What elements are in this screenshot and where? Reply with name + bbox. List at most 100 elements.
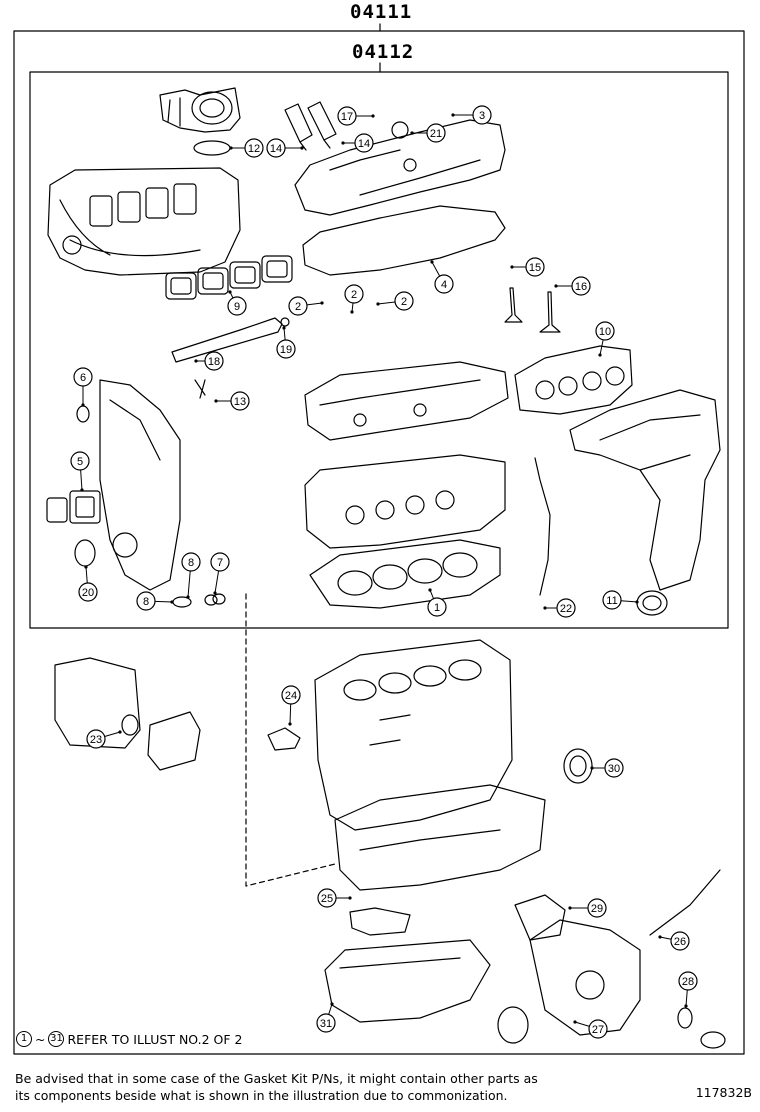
callout-number: 15 [529,262,541,274]
callout-anchor [510,265,514,269]
callout-anchor [118,730,122,734]
callout-anchor [214,399,218,403]
callout-anchor [543,606,547,610]
refer-note-text: REFER TO ILLUST NO.2 OF 2 [67,1031,243,1047]
rear-oil-seal-icon [563,748,593,784]
callout-circle [525,257,545,277]
oil-pan-lower-icon [324,939,491,1023]
callout-number: 8 [188,557,194,569]
callout-circle [266,138,286,158]
oil-pan-upper-icon [334,784,546,891]
inner-kit-label: 04112 [352,41,415,63]
callout-31: 31 [316,1002,336,1033]
callout-number: 2 [401,296,407,308]
callout-number: 3 [479,110,485,122]
callout-circle [230,391,250,411]
callout-circle [210,552,230,572]
callout-number: 22 [560,603,572,615]
callout-22: 22 [543,598,576,618]
callout-number: 8 [143,596,149,608]
callout-leader [283,327,286,341]
callout-number: 9 [234,301,240,313]
callout-23: 23 [86,729,122,749]
callout-circle [595,321,615,341]
callout-circle [587,898,607,918]
callout-number: 21 [430,128,442,140]
callout-anchor [348,896,352,900]
callout-14: 14 [341,133,374,153]
oil-level-tube-icon [649,869,721,936]
callout-number: 6 [80,372,86,384]
callout-anchor [573,1020,577,1024]
callout-number: 19 [280,344,292,356]
callout-leader [214,570,220,594]
callout-8: 8 [181,552,201,599]
callout-leader [306,302,323,306]
callout-number: 14 [270,143,282,155]
callout-anchor [81,403,85,407]
exhaust-flange-gasket-icon [636,590,668,616]
callout-leader [80,469,83,491]
figure-id: 117832B [695,1085,752,1100]
callout-number: 24 [285,690,297,702]
callout-number: 29 [591,903,603,915]
callout-circle [556,598,576,618]
callout-circle [588,1019,608,1039]
callout-10: 10 [595,321,615,357]
water-pump-icon [529,919,641,1036]
range-start-badge: 1 [16,1031,32,1047]
callout-number: 12 [248,143,260,155]
range-separator: ~ [35,1031,46,1047]
throttle-body-icon [159,87,241,133]
outer-kit-frame [13,30,745,1055]
callout-circle [316,1013,336,1033]
callout-21: 21 [410,123,446,143]
callout-number: 25 [321,893,333,905]
callout-8: 8 [136,591,174,611]
callout-number: 4 [441,279,447,291]
callout-anchor [451,113,455,117]
callout-circle [281,685,301,705]
callout-circle [136,591,156,611]
intake-manifold-icon [47,167,241,276]
thermostat-housing-icon [700,1031,726,1049]
callout-leader [154,600,173,603]
callout-number: 13 [234,396,246,408]
callout-number: 23 [90,734,102,746]
water-outlet-gasket-icon [69,490,101,524]
callout-number: 14 [358,138,370,150]
callout-anchor [300,146,304,150]
camshaft-housing-icon [304,361,509,441]
callout-number: 26 [674,936,686,948]
intake-valve-icon [504,287,523,323]
rear-cover-gasket-icon [54,657,141,749]
callout-11: 11 [602,590,639,610]
callout-6: 6 [73,367,93,407]
callout-24: 24 [281,685,301,726]
callout-14: 14 [266,138,304,158]
callout-anchor [341,141,345,145]
callout-number: 27 [592,1024,604,1036]
callout-12: 12 [229,138,264,158]
callout-anchor [635,600,639,604]
callout-anchor [428,588,432,592]
callout-leader [599,339,604,356]
callout-3: 3 [451,105,492,125]
oil-strainer-icon [349,907,411,936]
callout-circle [571,276,591,296]
callout-leader [104,731,121,737]
callout-anchor [186,595,190,599]
callout-anchor [410,131,414,135]
callout-anchor [282,326,286,330]
callout-anchor [194,359,198,363]
callout-circle [472,105,492,125]
callout-5: 5 [70,451,90,492]
callout-25: 25 [317,888,352,908]
callout-circle [344,284,364,304]
callout-2: 2 [344,284,364,314]
callout-anchor [684,1004,688,1008]
callout-anchor [598,353,602,357]
exhaust-valve-icon [539,291,561,333]
callout-28: 28 [678,971,698,1008]
